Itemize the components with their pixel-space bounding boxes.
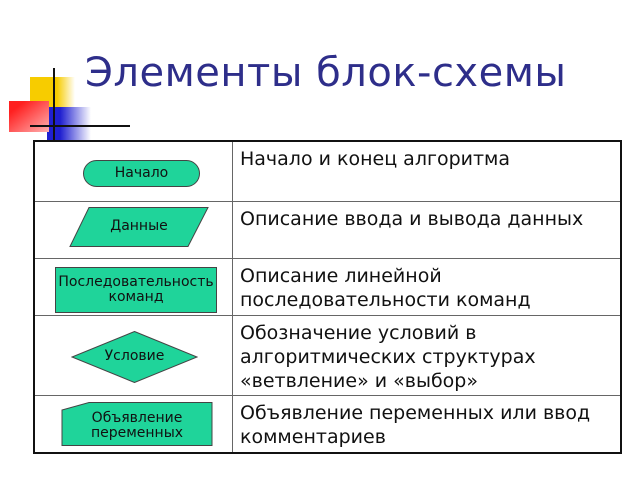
- process-rectangle-shape: Последовательность команд: [55, 266, 217, 313]
- description-cell: Объявление переменных или ввод комментар…: [232, 394, 621, 454]
- shape-cell: Начало: [33, 140, 233, 202]
- flowchart-elements-table: Начало Начало и конец алгоритма Данные О…: [33, 140, 622, 454]
- shape-label: Данные: [110, 218, 168, 234]
- terminal-shape: Начало: [83, 160, 200, 187]
- shape-cell: Последовательность команд: [33, 257, 233, 316]
- decorative-vertical-line: [53, 68, 55, 142]
- table-row: Объявление переменных Объявление перемен…: [33, 394, 621, 454]
- page-title: Элементы блок-схемы: [85, 50, 567, 96]
- diamond-shape: Условие: [70, 330, 199, 383]
- shape-cell: Объявление переменных: [33, 394, 233, 454]
- table-row: Последовательность команд Описание линей…: [33, 257, 621, 316]
- description-cell: Описание линейной последовательности ком…: [232, 257, 621, 316]
- decorative-horizontal-line: [30, 125, 130, 127]
- shape-label: Последовательность команд: [58, 273, 214, 305]
- shape-cell: Данные: [33, 200, 233, 259]
- description-cell: Начало и конец алгоритма: [232, 140, 621, 202]
- decorative-red-square: [9, 101, 49, 132]
- table-row: Условие Обозначение условий в алгоритмич…: [33, 314, 621, 396]
- shape-label: Объявление переменных: [90, 409, 184, 441]
- shape-cell: Условие: [33, 314, 233, 396]
- diamond-icon: [70, 330, 199, 383]
- cut-corner-rectangle-icon: [61, 401, 213, 446]
- description-cell: Обозначение условий в алгоритмических ст…: [232, 314, 621, 396]
- comment-shape: Объявление переменных: [61, 401, 213, 446]
- table-row: Начало Начало и конец алгоритма: [33, 140, 621, 202]
- table-row: Данные Описание ввода и вывода данных: [33, 200, 621, 259]
- parallelogram-shape: Данные: [69, 206, 209, 247]
- description-cell: Описание ввода и вывода данных: [232, 200, 621, 259]
- shape-label: Условие: [104, 348, 165, 364]
- shape-label: Начало: [114, 165, 169, 181]
- parallelogram-icon: [69, 206, 209, 247]
